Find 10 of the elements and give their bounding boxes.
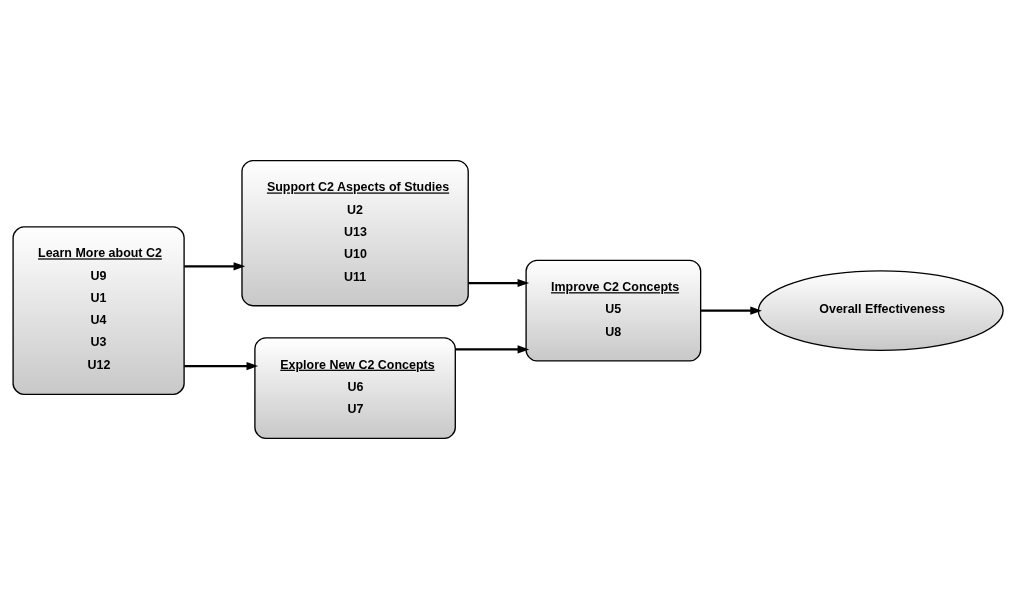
node-box: Learn More about C2 U9 U1 U4 U3 U12 [12,226,185,396]
node-box: Explore New C2 Concepts U6 U7 [254,337,456,440]
node-box: Improve C2 Concepts U5 U8 [525,259,702,362]
node-ellipse: Overall Effectiveness [757,270,1004,352]
arrow [700,306,762,315]
node-box: Support C2 Aspects of Studies U2 U13 U10 U11 [241,159,469,307]
arrow [184,262,246,271]
arrow [455,345,530,354]
arrow [184,362,259,371]
arrow [468,278,530,288]
